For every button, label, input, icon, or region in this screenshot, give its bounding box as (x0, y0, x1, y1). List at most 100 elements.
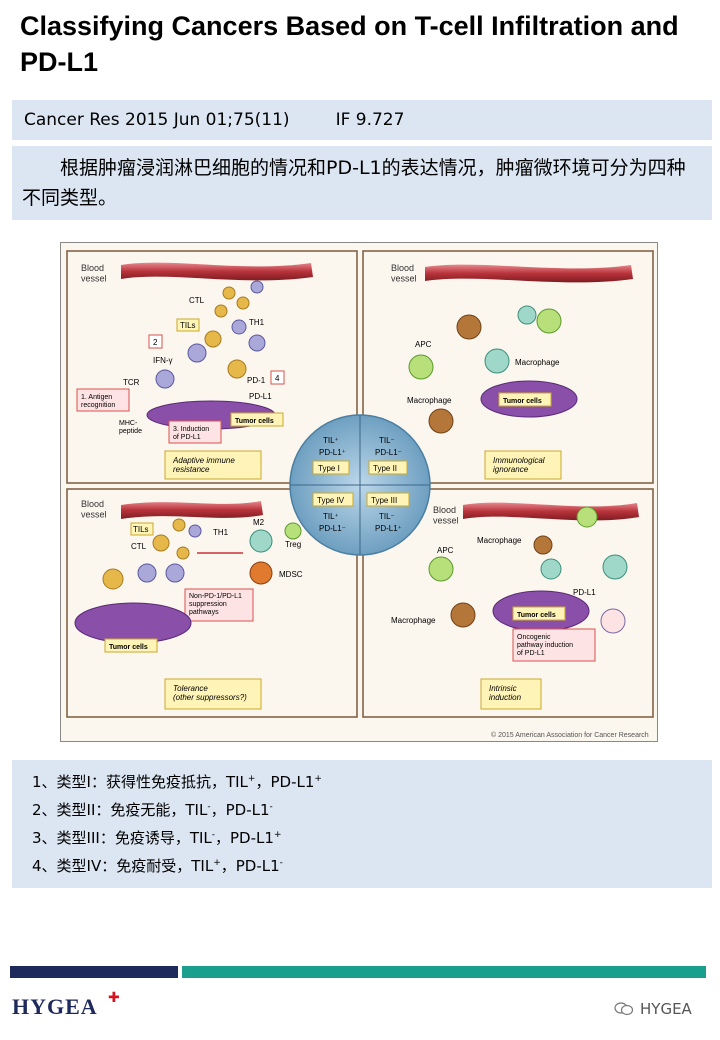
q1-step2-label: 2 (153, 338, 158, 347)
q3-tumor-cells (74, 602, 192, 644)
q1-step1-box (76, 388, 130, 412)
q2-macrophage-small (517, 305, 537, 325)
q2-macrophage-brown (456, 314, 482, 340)
q3-treg-label: Treg (285, 540, 301, 549)
figure-copyright: © 2015 American Association for Cancer R… (491, 731, 649, 739)
q3-t-cells (102, 518, 202, 590)
journal-citation: Cancer Res 2015 Jun 01;75(11) (24, 110, 290, 130)
q1-tils-box (176, 318, 200, 332)
q4-tumor-label: Tumor cells (517, 612, 556, 619)
q1-caption-box (164, 450, 262, 480)
intro-text: 根据肿瘤浸润淋巴细胞的情况和PD-L1的表达情况，肿瘤微环境可分为四种不同类型。 (12, 146, 712, 220)
q1-tils-label: TILs (180, 321, 196, 330)
q2-apc-top (536, 308, 562, 334)
q2-macrophage2-cell (428, 408, 454, 434)
q1-pdl1-label: PD-L1 (249, 392, 272, 401)
center-t2-pdl1: PD-L1⁻ (375, 448, 402, 457)
q1-blood-vessel (121, 262, 313, 281)
q1-ifn-label: IFN-γ (153, 356, 173, 365)
q2-macrophage2-label: Macrophage (407, 396, 452, 405)
q1-tumor-label: Tumor cells (235, 418, 274, 425)
q3-caption-box (164, 678, 262, 710)
q4-caption-box (480, 678, 542, 710)
center-type4-box (312, 492, 354, 507)
q1-pd1-label: PD-1 (247, 376, 266, 385)
page-title: Classifying Cancers Based on T-cell Infi… (20, 11, 679, 77)
q4-pdl1-label: PD-L1 (573, 588, 596, 597)
q4-apc-label: APC (437, 546, 454, 555)
q1-mhc-label: MHC-peptide (119, 420, 142, 435)
q1-th1-label: TH1 (249, 318, 265, 327)
center-type4: Type IV (317, 496, 345, 505)
center-type1-box (312, 460, 350, 475)
q4-macrophage2-label: Macrophage (391, 616, 436, 625)
footer-bar-teal (182, 966, 706, 978)
q2-tumor-box (498, 392, 552, 407)
citation-bar: Cancer Res 2015 Jun 01;75(11) IF 9.727 (12, 100, 712, 140)
center-t2-til: TIL⁻ (379, 436, 395, 445)
q3-blood-vessel (121, 501, 263, 519)
q1-ctl-cell (155, 369, 175, 389)
q2-caption-box (484, 450, 562, 480)
wechat-icon (614, 1002, 634, 1016)
q4-macrophage1-label: Macrophage (477, 536, 522, 545)
center-t3-pdl1: PD-L1⁺ (375, 524, 402, 533)
q4-other-cell (600, 608, 626, 634)
impact-factor: IF 9.727 (335, 110, 405, 130)
q4-tumor-box (512, 606, 566, 621)
footer-bar-dark (10, 966, 178, 978)
q3-mdsc-cell (249, 561, 273, 585)
type-item-2: 2、类型II：免疫无能，TIL-，PD-L1- (32, 801, 273, 819)
q1-step2-box (148, 334, 163, 349)
hygea-logo: HYGEA (12, 994, 98, 1019)
q3-mdsc-label: MDSC (279, 570, 303, 579)
type-item-4: 4、类型IV：免疫耐受，TIL+，PD-L1- (32, 857, 283, 875)
q2-macrophage1-label: Macrophage (515, 358, 560, 367)
q3-tumor-box (104, 638, 158, 653)
q4-t-cell2 (602, 554, 628, 580)
q3-th1-label: TH1 (213, 528, 229, 537)
center-type2-box (368, 460, 408, 475)
q3-tils-label: TILs (133, 525, 149, 534)
q4-apc-top (576, 506, 598, 528)
q2-macrophage-cell (484, 348, 510, 374)
q1-step4-label: 4 (275, 374, 280, 383)
center-type3-box (366, 492, 410, 507)
center-t4-pdl1: PD-L1⁻ (319, 524, 346, 533)
q4-apc-cell (428, 556, 454, 582)
q3-tils-box (130, 522, 154, 536)
q1-ctl-label: CTL (189, 296, 205, 305)
q2-apc-label: APC (415, 340, 432, 349)
q4-pathway-box (512, 628, 596, 662)
wechat-account[interactable]: HYGEA (614, 1000, 692, 1018)
q2-tumor-label: Tumor cells (503, 398, 542, 405)
q4-t-cell (540, 558, 562, 580)
q3-caption: Tolerance(other suppressors?) (173, 684, 247, 702)
q2-blood-vessel (425, 264, 633, 283)
q1-tcr-label: TCR (123, 378, 140, 387)
center-t1-til: TIL⁺ (323, 436, 339, 445)
q2-apc-cell (408, 354, 434, 380)
center-t3-til: TIL⁻ (379, 512, 395, 521)
center-t4-til: TIL⁺ (323, 512, 339, 521)
q4-macrophage2-cell (450, 602, 476, 628)
center-type1: Type I (318, 464, 340, 473)
wechat-name: HYGEA (640, 1000, 692, 1018)
q4-macrophage1-cell (533, 535, 553, 555)
q3-m2-cell (249, 529, 273, 553)
center-type2: Type II (373, 464, 397, 473)
q1-step3-box (168, 420, 222, 444)
q3-tumor-label: Tumor cells (109, 644, 148, 651)
q1-t-cells (187, 280, 266, 379)
q3-treg-cell (284, 522, 302, 540)
